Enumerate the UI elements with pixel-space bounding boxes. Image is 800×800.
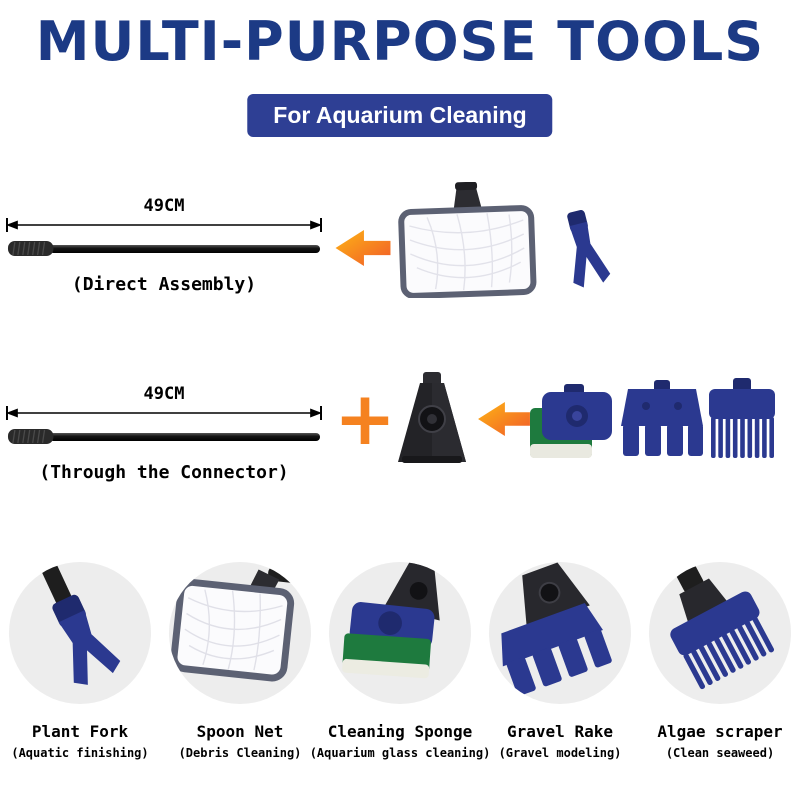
- dimension-arrow-icon: [6, 406, 322, 420]
- algae-scraper-image: [709, 378, 775, 458]
- length-label: 49CM: [143, 196, 185, 216]
- subtitle-text: For Aquarium Cleaning: [273, 102, 527, 128]
- tool-description: (Aquatic finishing): [11, 746, 149, 760]
- plant-fork-image: [567, 210, 611, 288]
- length-label: 49CM: [143, 384, 185, 404]
- tool-card-gravel-rake: Gravel Rake (Gravel modeling): [480, 560, 640, 760]
- dimension-arrow-icon: [6, 218, 322, 232]
- tool-description: (Gravel modeling): [498, 746, 622, 760]
- left-arrow-icon: [478, 402, 530, 436]
- left-arrow-icon: [335, 230, 391, 266]
- tool-name: Cleaning Sponge: [327, 722, 473, 741]
- spoon-net-image: [398, 182, 537, 298]
- direct-assembly-caption: (Direct Assembly): [71, 274, 257, 295]
- connector-image: [398, 372, 466, 463]
- tool-card-spoon-net: Spoon Net (Debris Cleaning): [160, 560, 320, 760]
- tool-description: (Clean seaweed): [665, 746, 775, 760]
- tool-description: (Aquarium glass cleaning): [309, 746, 491, 760]
- algae-scraper-photo: [648, 561, 792, 705]
- telescopic-pole-image: [7, 241, 321, 256]
- plant-fork-photo: [8, 561, 152, 705]
- tool-gallery: Plant Fork (Aquatic finishing): [0, 560, 800, 760]
- spoon-net-photo: [168, 561, 312, 705]
- page-title: MULTI-PURPOSE TOOLS: [35, 10, 765, 73]
- direct-assembly-pole-group: 49CM (Direct Assembly): [6, 196, 322, 295]
- tool-card-cleaning-sponge: Cleaning Sponge (Aquarium glass cleaning…: [310, 560, 490, 760]
- subtitle-banner: For Aquarium Cleaning: [247, 94, 553, 137]
- tool-name: Plant Fork: [31, 722, 129, 741]
- plus-icon: +: [334, 376, 397, 462]
- cleaning-sponge-photo: [328, 561, 472, 705]
- gravel-rake-photo: [488, 561, 632, 705]
- telescopic-pole-image: [7, 429, 321, 444]
- connector-assembly-caption: (Through the Connector): [39, 462, 289, 483]
- tool-description: (Debris Cleaning): [178, 746, 302, 760]
- tool-name: Algae scraper: [657, 722, 783, 741]
- tool-name: Gravel Rake: [507, 722, 613, 741]
- cleaning-sponge-image: [530, 384, 612, 458]
- connector-assembly-pole-group: 49CM (Through the Connector): [6, 384, 322, 483]
- tool-card-plant-fork: Plant Fork (Aquatic finishing): [0, 560, 160, 760]
- tool-name: Spoon Net: [196, 722, 284, 741]
- gravel-rake-image: [621, 380, 703, 456]
- tool-card-algae-scraper: Algae scraper (Clean seaweed): [640, 560, 800, 760]
